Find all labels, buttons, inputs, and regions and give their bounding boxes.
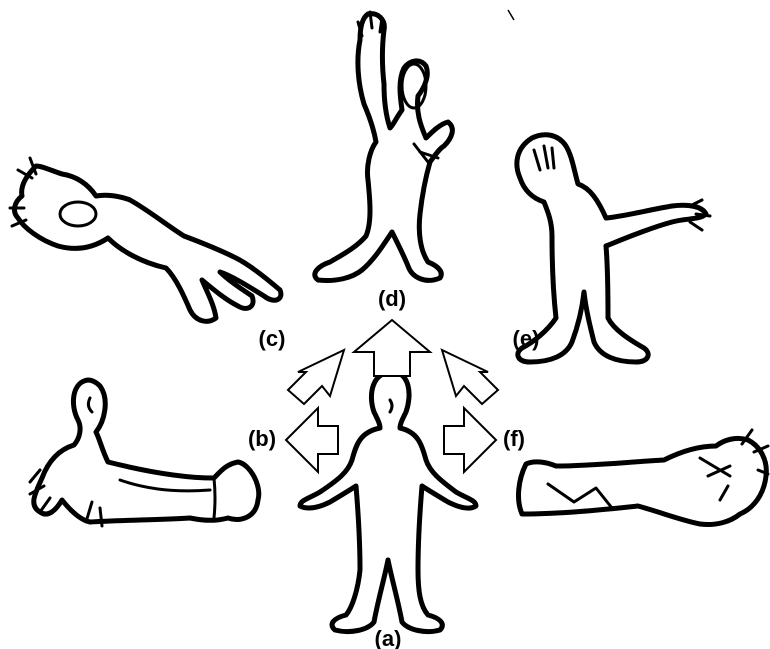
arrow-to-b bbox=[286, 408, 338, 472]
figure-c-falling bbox=[10, 158, 281, 321]
label-f: (f) bbox=[503, 426, 525, 451]
arrow-to-f bbox=[444, 408, 496, 472]
figure-d-arm-raised bbox=[315, 12, 453, 281]
label-c: (c) bbox=[259, 326, 286, 351]
arrow-to-d bbox=[354, 320, 430, 376]
label-b: (b) bbox=[248, 426, 276, 451]
label-e: (e) bbox=[513, 326, 540, 351]
label-d: (d) bbox=[378, 286, 406, 311]
stray-mark bbox=[508, 10, 514, 20]
arrow-to-c bbox=[288, 350, 344, 404]
figure-e-head-back bbox=[517, 135, 710, 362]
arrow-to-e bbox=[442, 350, 498, 404]
figure-f-lying-right bbox=[519, 430, 768, 525]
figure-a-standing bbox=[300, 372, 476, 632]
label-a: (a) bbox=[375, 626, 402, 649]
figure-b-lying-left bbox=[30, 380, 259, 526]
